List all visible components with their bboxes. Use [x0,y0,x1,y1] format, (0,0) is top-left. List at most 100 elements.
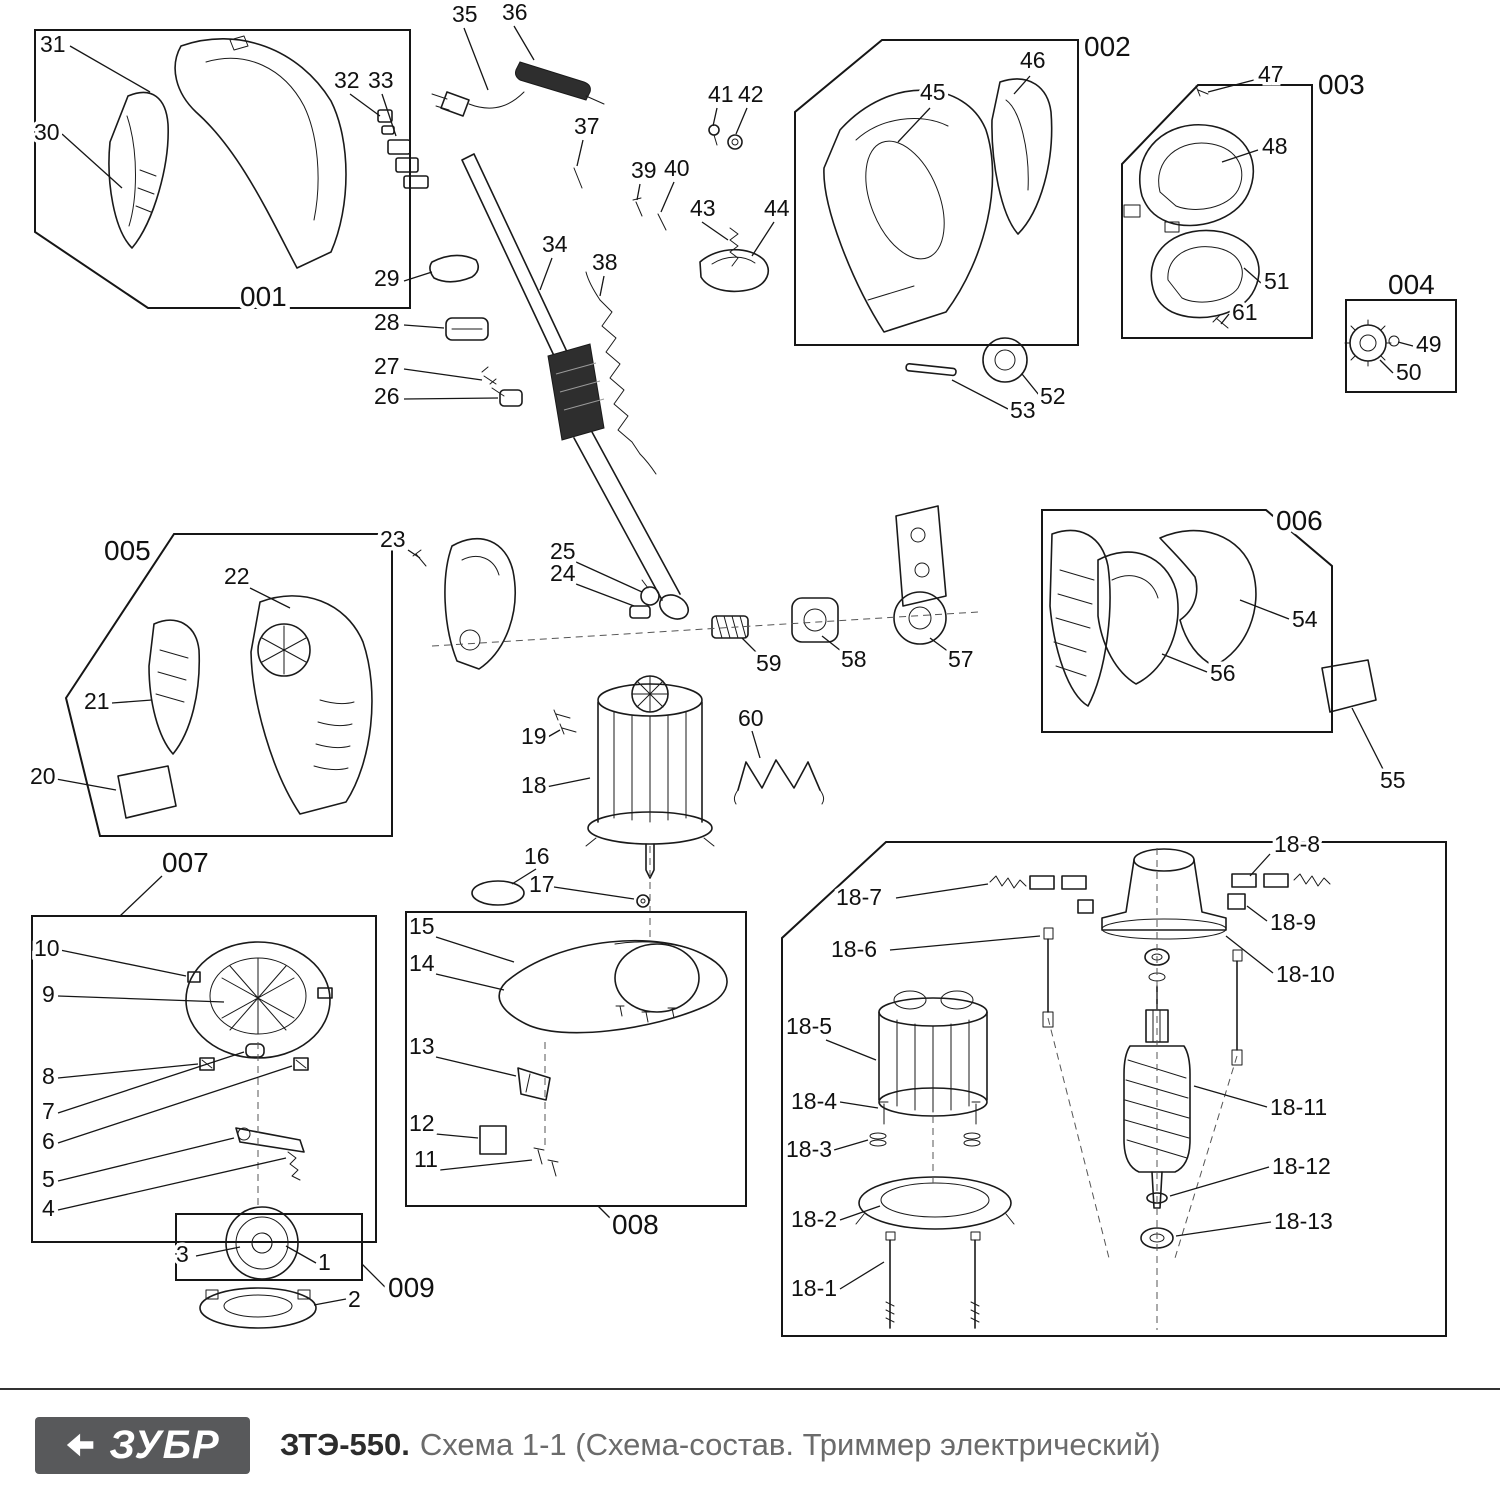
spiral-cable-art [585,271,657,475]
part-label-18-12: 18-12 [1272,1153,1331,1179]
part-leader-line [1175,1221,1272,1237]
small-fasteners-art [377,109,769,567]
part-leader-line [1351,707,1389,780]
part-label-42: 42 [738,81,764,107]
part-label-59: 59 [756,650,782,676]
part-label-18-4: 18-4 [791,1088,837,1114]
group-box-001 [34,29,411,309]
part-leader-line [839,1101,879,1109]
part-leader-line [1207,79,1255,93]
part-leader-line [889,935,1041,951]
part-leader-line [249,587,291,609]
part-label-18-8: 18-8 [1274,831,1320,857]
part-leader-line [575,583,635,607]
group-label-005: 005 [104,535,151,566]
part-label-53: 53 [1010,397,1036,423]
guard-assembly-art [1049,529,1377,713]
part-label-61: 61 [1232,299,1258,325]
part-label-34: 34 [542,231,568,257]
part-leader-line [1243,267,1262,284]
part-leader-line [381,93,397,137]
group-leader-line [597,1205,617,1225]
part-leader-line [59,949,187,977]
part-label-28: 28 [374,309,400,335]
part-label-2: 2 [348,1286,361,1312]
part-label-3: 3 [176,1241,189,1267]
part-leader-line [349,93,381,117]
part-leader-line [403,324,445,329]
exploded-diagram-canvas: 0010020030040050060070080093130353632333… [27,0,1457,1337]
knob-assembly-art [1344,319,1400,367]
part-label-18-7: 18-7 [836,884,882,910]
part-label-6: 6 [42,1128,55,1154]
part-leader-line [435,936,515,963]
part-label-11: 11 [414,1146,438,1172]
part-label-18-10: 18-10 [1276,961,1335,987]
part-label-47: 47 [1258,61,1284,87]
part-label-22: 22 [224,563,250,589]
part-label-18-2: 18-2 [791,1206,837,1232]
part-label-44: 44 [764,195,790,221]
part-label-18-9: 18-9 [1270,909,1316,935]
part-leader-line [599,275,605,297]
part-leader-line [636,183,641,201]
group-label-002: 002 [1084,31,1131,62]
group-leader-line [119,875,163,917]
footer: ЗУБР ЗТЭ-550.Схема 1-1 (Схема-состав. Тр… [0,1388,1500,1500]
part-label-51: 51 [1264,268,1290,294]
part-leader-line [55,778,117,791]
group-box-002 [794,39,1079,346]
brand-logo: ЗУБР [35,1416,250,1474]
part-leader-line [701,221,729,241]
part-leader-line [575,561,643,593]
part-label-40: 40 [664,155,690,181]
part-leader-line [403,271,433,282]
part-label-50: 50 [1396,359,1422,385]
exploded-view-art [108,35,1400,1330]
washer-art [471,880,650,908]
group-box-motor-detail [781,841,1447,1337]
part-leader-line [1397,341,1414,347]
diagram-caption: ЗТЭ-550.Схема 1-1 (Схема-состав. Триммер… [280,1427,1161,1463]
part-leader-line [895,883,989,899]
group-box-004 [1345,299,1457,393]
part-leader-line [1161,653,1208,673]
spool-housing-assembly-art [185,941,333,1210]
part-leader-line [511,868,537,885]
caption-subtitle: Схема 1-1 (Схема-состав. Триммер электри… [419,1427,1161,1462]
part-leader-line [741,637,767,663]
group-box-003 [1121,84,1313,339]
part-leader-line [57,1157,287,1211]
spool-assembly-art [199,1206,317,1329]
part-label-54: 54 [1292,606,1318,632]
part-leader-line [57,1065,293,1144]
part-label-29: 29 [374,265,400,291]
part-label-36: 36 [502,0,528,25]
group-label-008: 008 [612,1209,659,1240]
part-leader-line [751,221,775,257]
group-box-007 [31,915,377,1243]
part-leader-line [1021,373,1040,396]
part-leader-line [439,1159,533,1171]
group-leader-line [361,1263,387,1289]
part-label-19: 19 [521,723,547,749]
part-label-37: 37 [574,113,600,139]
part-label-5: 5 [42,1166,55,1192]
part-label-39: 39 [631,157,657,183]
part-leader-line [735,107,748,135]
brand-name: ЗУБР [109,1422,220,1467]
part-leader-line [285,1245,317,1264]
part-label-60: 60 [738,705,764,731]
part-label-32: 32 [334,67,360,93]
part-leader-line [712,107,718,127]
part-leader-line [1379,359,1394,374]
part-leader-line [463,27,489,91]
part-leader-line [825,1039,877,1061]
shaft-art [461,153,690,620]
part-leader-line [1225,935,1274,974]
part-leader-line [435,1133,479,1139]
part-label-9: 9 [42,981,55,1007]
group-box-008 [405,911,747,1207]
